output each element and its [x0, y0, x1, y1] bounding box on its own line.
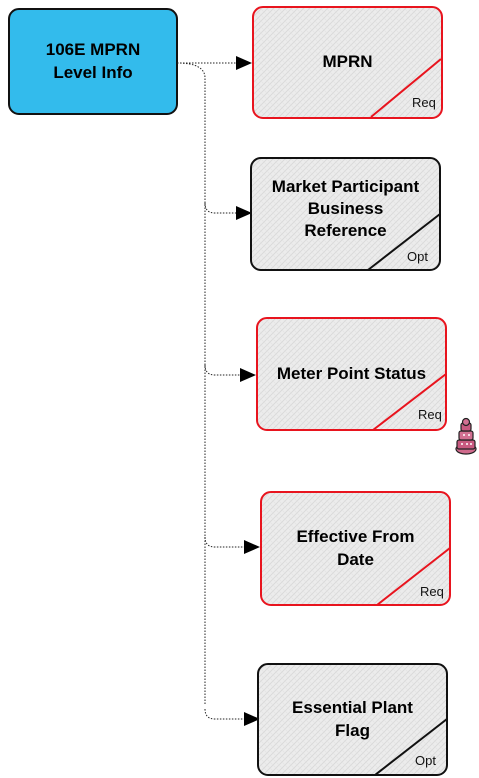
connector-market-participant: [204, 202, 236, 214]
meter-point-status-badge: Req: [418, 407, 442, 422]
arrowhead-meter-point-status: [240, 368, 256, 382]
stacked-figure-icon: [455, 417, 477, 455]
meter-point-status-text: Meter Point Status: [276, 363, 427, 383]
market-participant-label: Market Participant Business Reference: [251, 160, 440, 258]
market-participant-line1: Market Participant: [271, 176, 420, 196]
child-node-essential-plant: [257, 663, 448, 776]
trunk-line: [176, 62, 206, 705]
connector-essential-plant: [204, 708, 244, 720]
essential-plant-line1: Essential Plant: [292, 698, 413, 718]
arrowhead-mprn: [236, 56, 252, 70]
connector-meter-point-status: [204, 364, 240, 376]
market-participant-line3: Reference: [304, 221, 387, 241]
market-participant-line2: Business: [307, 198, 384, 218]
arrowhead-effective-from: [244, 540, 260, 554]
effective-from-line2: Date: [337, 549, 374, 569]
arrowhead-market-participant: [236, 206, 252, 220]
essential-plant-line2: Flag: [335, 720, 370, 740]
mprn-label-text: MPRN: [322, 52, 373, 72]
child-node-meter-point-status: [256, 317, 447, 431]
mprn-label: MPRN: [253, 7, 442, 118]
connectors: [176, 62, 244, 720]
child-node-market-participant: [250, 157, 441, 271]
child-node-mprn: [252, 6, 443, 119]
root-label: 106E MPRN Level Info: [9, 9, 177, 114]
root-label-line2: Level Info: [53, 62, 133, 82]
effective-from-line1: Effective From: [296, 527, 415, 547]
root-label-line1: 106E MPRN: [45, 40, 141, 60]
child-node-effective-from: [260, 491, 451, 606]
mprn-badge: Req: [412, 95, 436, 110]
market-participant-badge: Opt: [407, 249, 428, 264]
effective-from-badge: Req: [420, 584, 444, 599]
root-node: [8, 8, 178, 115]
arrowhead-essential-plant: [244, 712, 260, 726]
essential-plant-label: Essential Plant Flag: [258, 664, 447, 775]
essential-plant-badge: Opt: [415, 753, 436, 768]
effective-from-label: Effective From Date: [261, 492, 450, 605]
meter-point-status-label: Meter Point Status: [257, 318, 446, 430]
connector-effective-from: [204, 536, 244, 548]
